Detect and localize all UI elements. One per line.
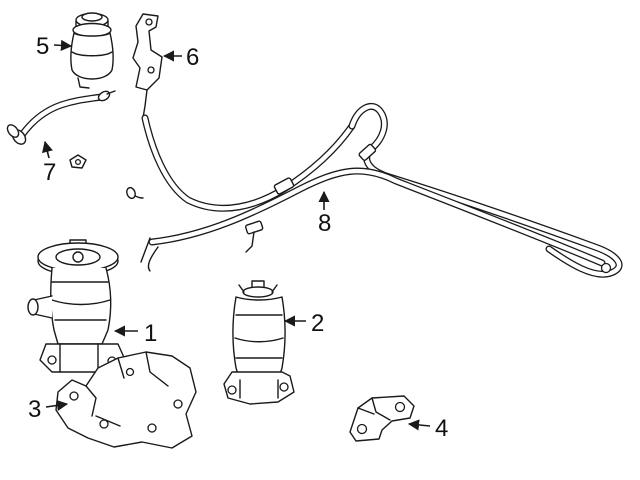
callout-3-arrow	[45, 399, 69, 411]
callout-1[interactable]: 1	[113, 320, 157, 347]
part-pump-mounting-bracket	[55, 351, 197, 449]
callout-3[interactable]: 3	[28, 396, 69, 423]
callout-7-arrow	[42, 140, 53, 159]
callout-5-label: 5	[36, 33, 49, 60]
part-power-steering-pump	[27, 239, 127, 373]
part-pressure-hose-assembly	[126, 103, 623, 278]
part-fluid-reservoir	[70, 12, 114, 89]
callout-3-label: 3	[28, 396, 41, 423]
callout-8[interactable]: 8	[318, 190, 331, 237]
callout-2-label: 2	[311, 310, 324, 337]
callout-4[interactable]: 4	[407, 415, 448, 442]
callout-4-arrow	[407, 419, 431, 431]
part-suction-hose	[6, 90, 116, 169]
callout-8-label: 8	[318, 210, 331, 237]
part-pump-reservoir-unit	[223, 280, 295, 405]
callout-2[interactable]: 2	[283, 310, 324, 337]
part-reservoir-bracket	[132, 13, 163, 119]
callout-4-label: 4	[435, 415, 448, 442]
callout-1-label: 1	[144, 320, 157, 347]
callout-7[interactable]: 7	[42, 140, 56, 186]
callout-6-label: 6	[186, 44, 199, 71]
callout-7-label: 7	[43, 159, 56, 186]
callout-5[interactable]: 5	[36, 33, 73, 60]
callout-5-arrow	[53, 39, 73, 51]
callout-6[interactable]: 6	[162, 44, 199, 71]
part-line-bracket	[349, 395, 415, 442]
